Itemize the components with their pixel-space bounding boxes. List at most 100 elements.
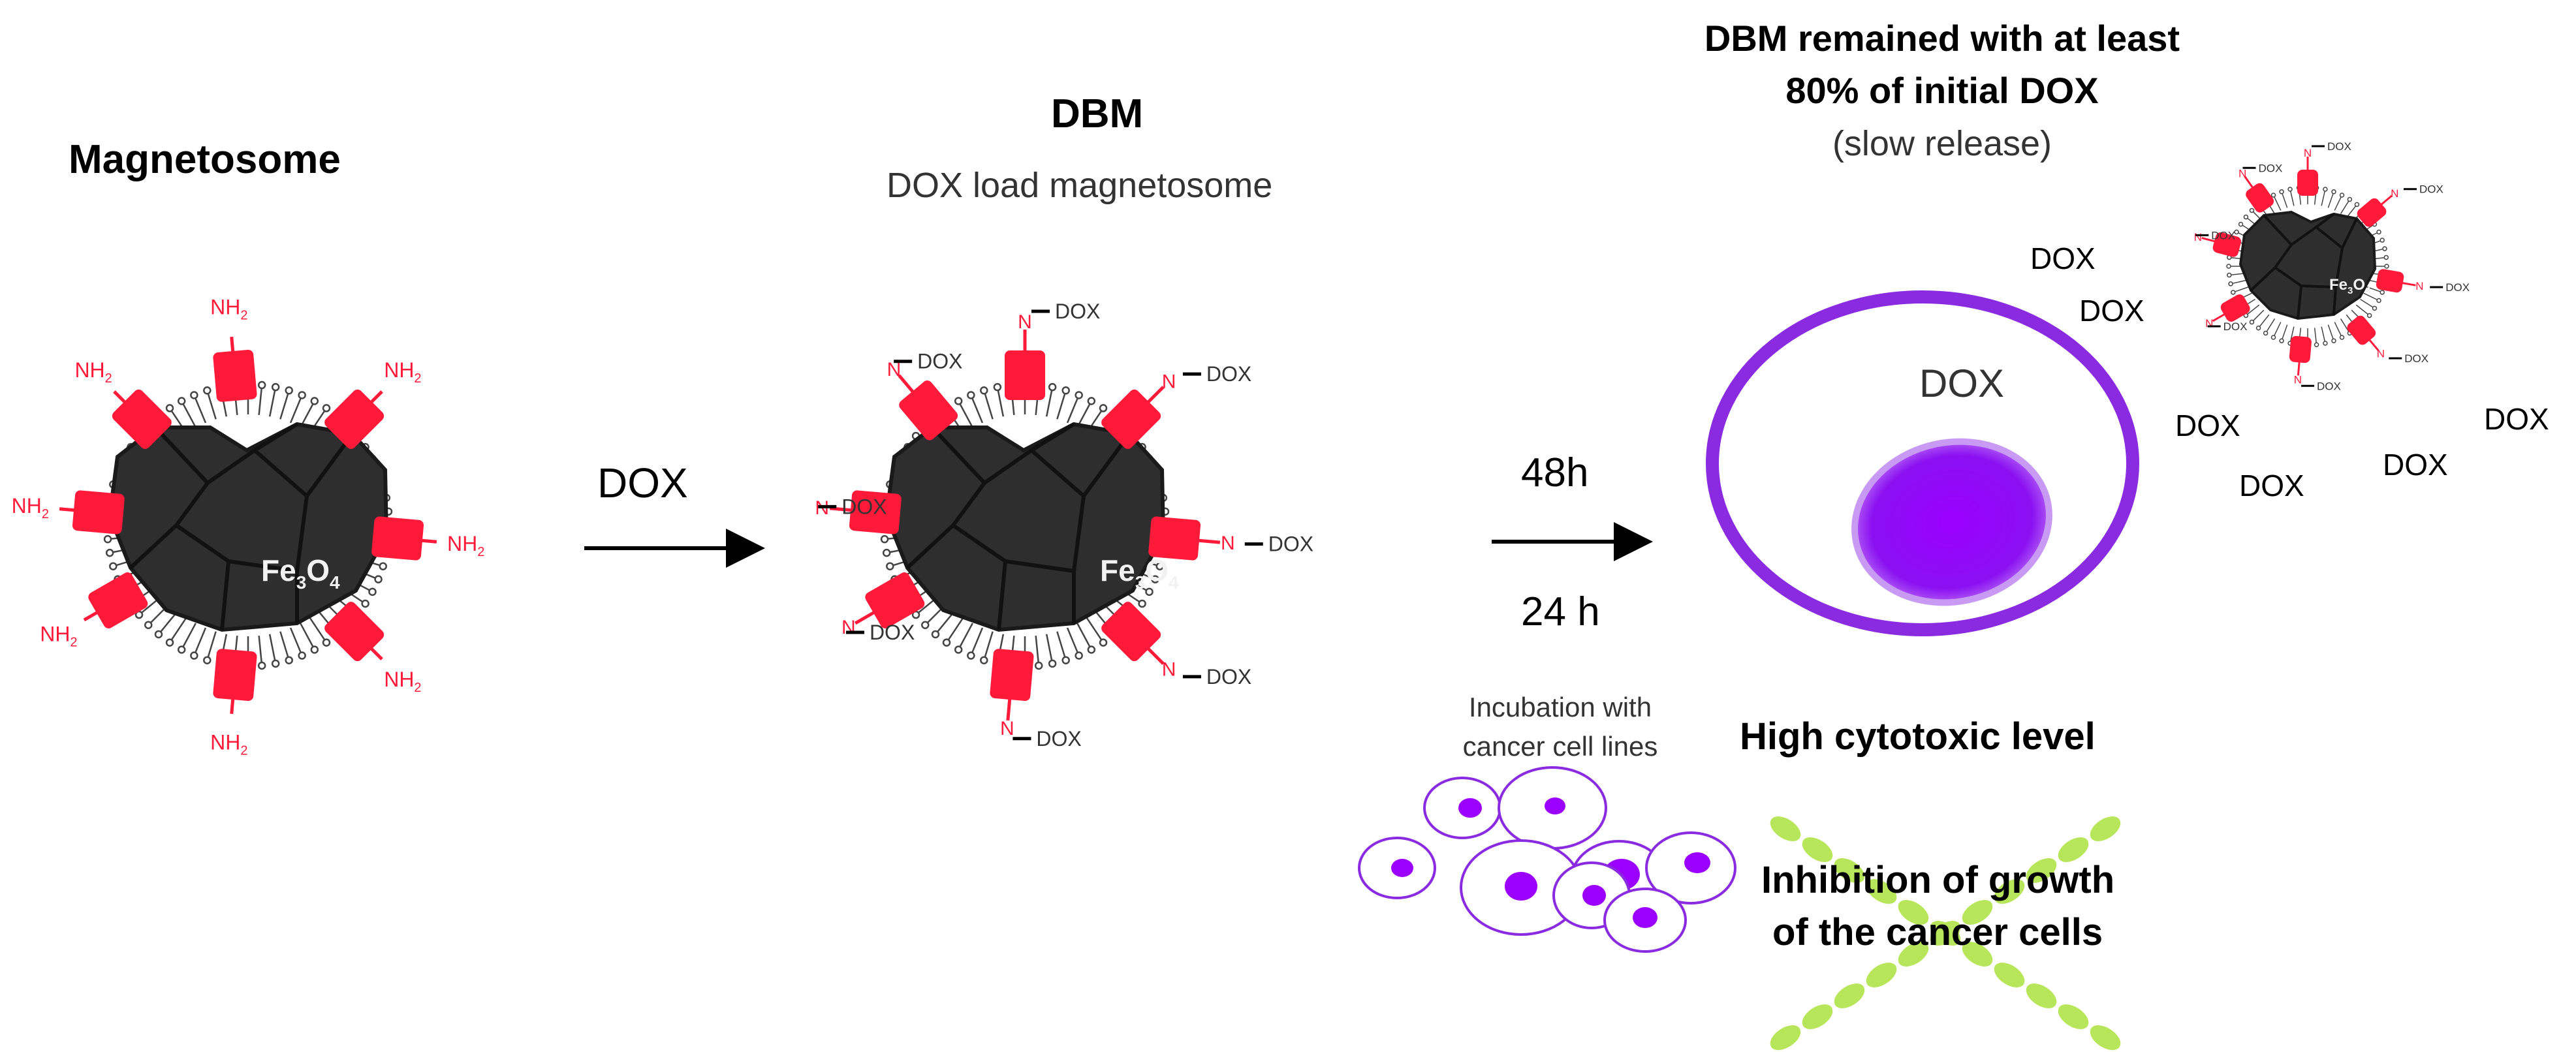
amine-bond: [416, 538, 437, 544]
free-dox-label: DOX: [2079, 294, 2144, 328]
n-label: N: [2194, 231, 2202, 243]
dox-label: DOX: [1036, 727, 1081, 750]
n-label: N: [2205, 317, 2213, 330]
anchor-block: [213, 349, 257, 402]
arrow2-label-top: 48h: [1521, 450, 1588, 495]
anchor-block: [2212, 232, 2242, 257]
lipid: [980, 631, 994, 664]
lipid: [177, 623, 196, 654]
lipid: [289, 391, 306, 424]
n-label: N: [2391, 187, 2398, 200]
linker-bond: [2244, 176, 2255, 190]
dox-label: DOX: [2211, 229, 2235, 241]
lipid: [2228, 279, 2248, 286]
lipid: [300, 397, 319, 428]
cross-dot: [1866, 963, 1897, 987]
linker-bond: [829, 506, 856, 512]
cross-dot: [1802, 1004, 1833, 1029]
incubation-line1: Incubation with: [1469, 692, 1652, 722]
dox-label: DOX: [1206, 665, 1251, 688]
cross-dot: [2058, 1004, 2089, 1029]
cross-dot: [2026, 858, 2057, 883]
anchor-block: [2220, 294, 2250, 322]
anchor-block: [1005, 350, 1045, 400]
dox-label: DOX: [1268, 533, 1313, 556]
dox-label: DOX: [1055, 300, 1100, 323]
magnetosome-title: Magnetosome: [69, 137, 341, 182]
small-cell: [1423, 777, 1501, 839]
n-label: N: [841, 617, 856, 638]
lipid: [954, 623, 973, 654]
lipid: [279, 631, 293, 664]
lipid: [2270, 193, 2282, 211]
cross-dot: [1994, 879, 2025, 904]
anchor-block: [213, 649, 257, 702]
intracellular-dox-label: DOX: [1919, 362, 2004, 405]
anchor-block: [2376, 269, 2404, 293]
amine-label: NH2: [210, 295, 247, 322]
lipid: [268, 382, 280, 417]
amine-label: NH2: [74, 358, 112, 386]
stage3-title-line2: 80% of initial DOX: [1785, 70, 2098, 111]
lipid: [2314, 328, 2319, 347]
lipid: [2321, 187, 2328, 206]
lipid: [2255, 314, 2270, 331]
lipid: [309, 617, 331, 647]
dbm-subtitle: DOX load magnetosome: [887, 166, 1272, 205]
cross-dot: [2090, 816, 2121, 841]
lipid: [967, 627, 984, 660]
amine-bond: [113, 390, 129, 407]
cross-dot: [1802, 837, 1833, 862]
linker-bond: [2297, 360, 2301, 376]
amine-bond: [83, 608, 102, 622]
amine-label: NH2: [210, 731, 247, 758]
lipid: [2231, 286, 2250, 295]
small-cell: [1603, 888, 1687, 953]
lipid: [2327, 324, 2336, 343]
cross-dot: [2026, 983, 2057, 1008]
lipid: [2279, 189, 2288, 208]
linker-bond: [854, 608, 879, 625]
lipid: [300, 623, 319, 654]
n-label: N: [2238, 167, 2246, 179]
cross-dot: [1898, 900, 1929, 925]
arrow1-label: DOX: [597, 459, 688, 506]
stage3-title: DBM remained with at least 80% of initia…: [1704, 18, 2180, 163]
free-dox-label: DOX: [2383, 448, 2448, 482]
small-cell: [1498, 766, 1607, 850]
anchor-block: [2347, 315, 2376, 345]
n-label: N: [2294, 373, 2302, 386]
lipid: [165, 617, 187, 647]
lipid: [1066, 391, 1083, 424]
lipid: [2360, 298, 2378, 311]
cross-dot: [1770, 1025, 1801, 1050]
lipid: [2279, 324, 2288, 343]
cross-dot: [1866, 879, 1897, 904]
lipid: [257, 636, 266, 670]
linker-bond: [2400, 281, 2416, 286]
lipid: [1076, 623, 1096, 654]
linker-bond: [898, 374, 917, 397]
lipid: [2366, 286, 2385, 295]
free-dox-label: DOX: [2239, 469, 2304, 503]
anchor-block: [371, 516, 424, 561]
cross-dot: [2090, 1025, 2121, 1050]
lipid: [1034, 636, 1043, 670]
result-cytotoxic: High cytotoxic level: [1740, 715, 2096, 758]
linker-bond: [2212, 312, 2227, 322]
anchor-block: [88, 572, 148, 628]
anchor-block: [1148, 516, 1201, 561]
lipid: [2270, 322, 2282, 340]
linker-bond: [2379, 194, 2393, 207]
n-label: N: [1162, 659, 1176, 681]
n-label: N: [2304, 147, 2312, 159]
lipid: [2340, 196, 2353, 214]
amine-label: NH2: [447, 532, 484, 559]
n-label: N: [1162, 371, 1176, 392]
lipid: [2355, 304, 2372, 318]
lipid: [203, 386, 217, 420]
dox-label: DOX: [2404, 352, 2428, 365]
